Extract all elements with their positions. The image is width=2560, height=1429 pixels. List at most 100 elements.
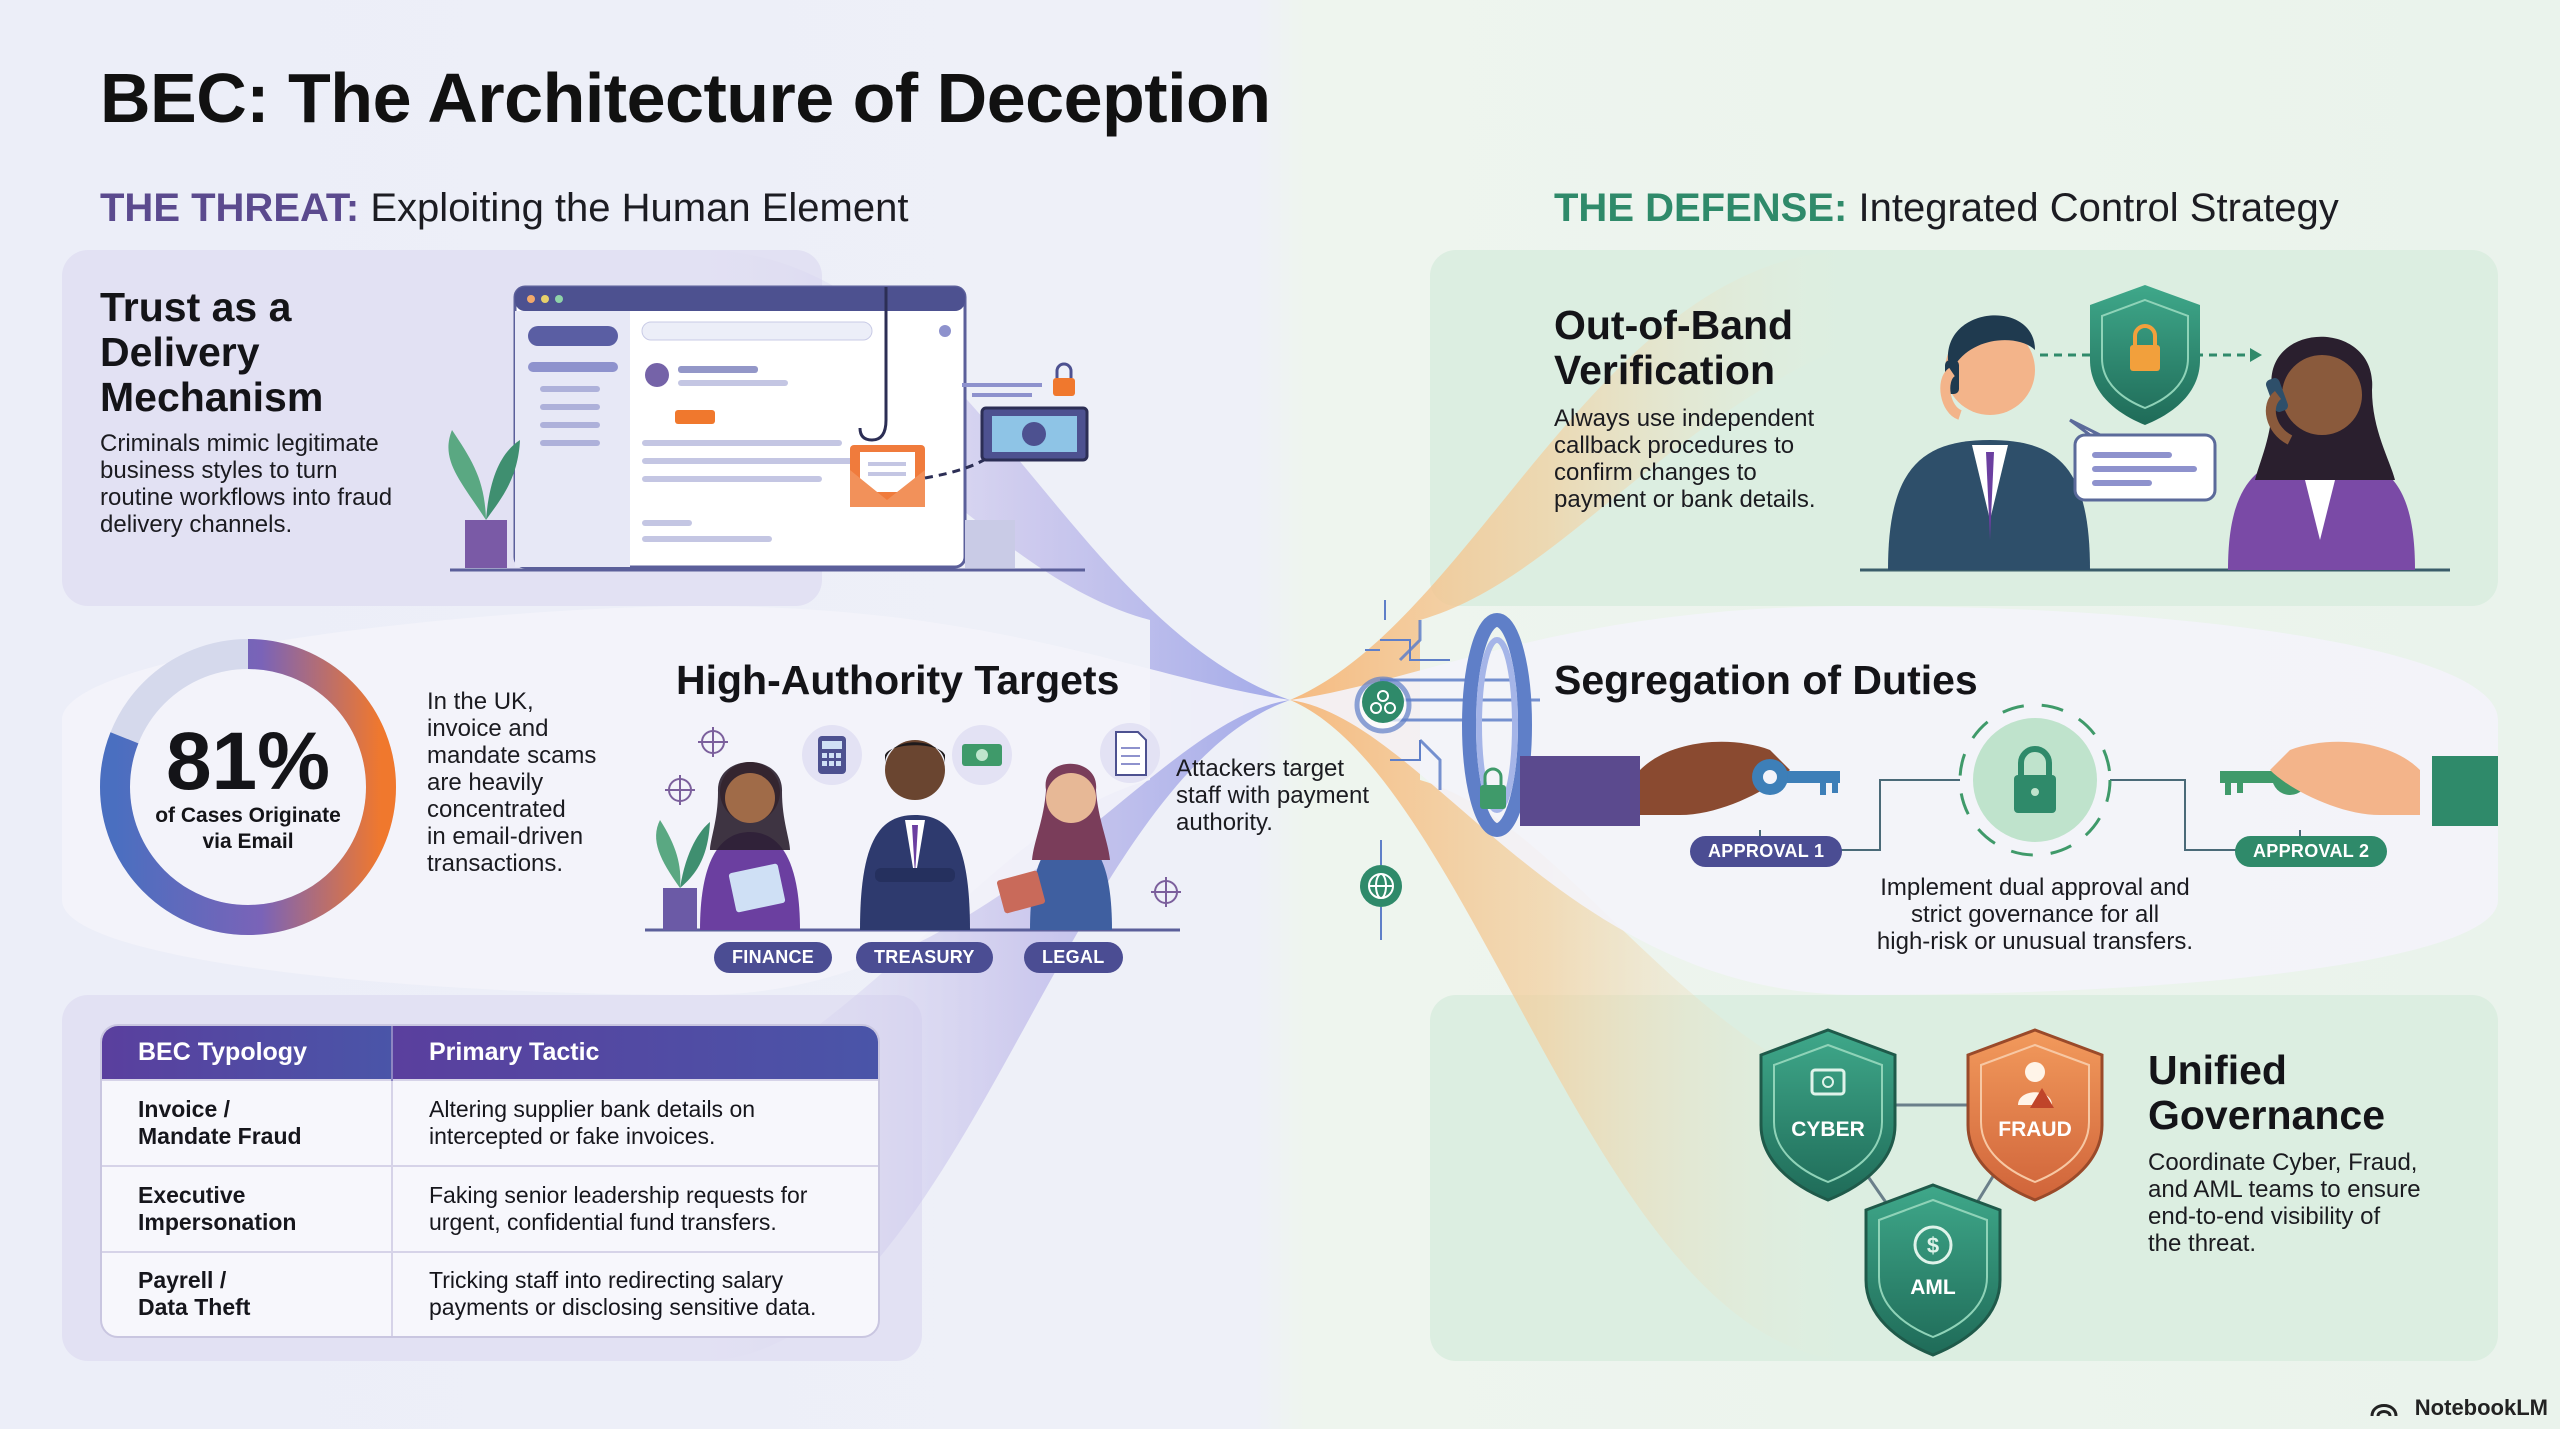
treasury-person <box>860 740 970 930</box>
plant-icon <box>448 430 520 568</box>
body-line: mandate scams <box>427 742 597 769</box>
sod-illustration <box>1540 703 2498 857</box>
body-line: business styles to turn <box>100 457 338 484</box>
typology-cell: Payrell / Data Theft <box>102 1250 392 1336</box>
body-line: Implement dual approval and <box>1880 874 2190 901</box>
body-line: high-risk or unusual transfers. <box>1876 928 2194 955</box>
footer-brand: NotebookLM <box>2414 1395 2548 1420</box>
caption-line: staff with payment <box>1176 782 1369 809</box>
trust-card-title: Trust as a Delivery Mechanism <box>100 285 323 420</box>
body-line: delivery channels. <box>100 511 293 538</box>
body-line: strict governance for all <box>1910 901 2160 928</box>
svg-text:$: $ <box>1927 1233 1939 1258</box>
cell-line: urgent, confidential fund transfers. <box>429 1208 777 1235</box>
title-line: Mechanism <box>100 374 324 420</box>
cell-line: Invoice / <box>138 1095 231 1122</box>
body-line: Coordinate Cyber, Fraud, <box>2148 1149 2418 1176</box>
cyber-shield-icon <box>1759 1028 1897 1202</box>
cell-line: Faking senior leadership requests for <box>429 1181 808 1208</box>
role-badge-treasury: TREASURY <box>856 942 993 973</box>
phone-person-icon <box>1888 315 2090 570</box>
cell-line: Mandate Fraud <box>138 1122 302 1149</box>
oob-body: Always use independent callback procedur… <box>1554 405 1815 513</box>
title-line: Trust as a <box>100 284 292 330</box>
cell-line: Data Theft <box>138 1294 251 1321</box>
shield-label-cyber: CYBER <box>1791 1118 1865 1141</box>
oob-title: Out-of-Band Verification <box>1554 303 1793 393</box>
body-line: confirm changes to <box>1554 459 1757 486</box>
defense-heading: THE DEFENSE: Integrated Control Strategy <box>1554 186 2339 231</box>
governance-shields: $ <box>1759 1028 2104 1357</box>
shield-label-aml: AML <box>1910 1276 1956 1299</box>
fishing-hook-icon <box>858 287 888 442</box>
table-header-typology: BEC Typology <box>102 1026 392 1080</box>
shield-lock-icon <box>2090 285 2200 425</box>
oob-illustration <box>1860 285 2450 572</box>
targets-caption: Attackers target staff with payment auth… <box>1176 755 1369 836</box>
table-header-tactic: Primary Tactic <box>391 1026 878 1080</box>
notebooklm-logo-icon <box>2370 1404 2398 1417</box>
table-row: Executive Impersonation Faking senior le… <box>102 1164 878 1252</box>
title-line: Unified <box>2148 1047 2287 1093</box>
targets-title: High-Authority Targets <box>676 657 1120 703</box>
cell-line: Tricking staff into redirecting salary <box>429 1267 784 1294</box>
aml-shield-icon: $ <box>1864 1183 2002 1357</box>
title-line: Out-of-Band <box>1554 302 1794 348</box>
title-line: Governance <box>2148 1092 2385 1138</box>
phone-person-woman <box>2228 336 2415 570</box>
caption-line: via Email <box>202 830 294 853</box>
crosshair-icon <box>665 727 1181 907</box>
defense-label: THE DEFENSE: <box>1554 186 1848 230</box>
cell-line: Impersonation <box>138 1208 297 1235</box>
body-line: transactions. <box>427 850 564 877</box>
globe-icon <box>1360 865 1402 907</box>
key-icon <box>1752 759 1840 795</box>
stat-value: 81% <box>165 716 331 807</box>
stat-donut <box>100 639 396 935</box>
money-icon <box>952 725 1012 785</box>
body-line: invoice and <box>427 715 549 742</box>
finance-person <box>700 762 800 930</box>
body-line: routine workflows into fraud <box>100 484 393 511</box>
padlock-icon <box>1053 362 1075 396</box>
governance-title: Unified Governance <box>2148 1048 2385 1138</box>
targets-illustration <box>645 723 1181 932</box>
defense-funnel <box>1290 250 1860 1361</box>
defense-subtitle: Integrated Control Strategy <box>1858 186 2339 230</box>
bec-typology-table: BEC Typology Primary Tactic Invoice / Ma… <box>100 1024 880 1338</box>
tactic-cell: Altering supplier bank details on interc… <box>391 1079 878 1166</box>
stat-caption: of Cases Originate via Email <box>98 803 398 855</box>
body-line: Criminals mimic legitimate <box>100 430 379 457</box>
circuit-icon <box>1365 600 1450 761</box>
cell-line: Altering supplier bank details on <box>429 1095 756 1122</box>
cell-line: payments or disclosing sensitive data. <box>429 1294 817 1321</box>
body-line: the threat. <box>2148 1230 2257 1257</box>
body-line: in email-driven <box>427 823 584 850</box>
caption-line: authority. <box>1176 809 1273 836</box>
sod-title: Segregation of Duties <box>1554 657 1978 703</box>
body-line: Always use independent <box>1554 405 1815 432</box>
cash-icon <box>924 383 1089 480</box>
page-title: BEC: The Architecture of Deception <box>100 59 1271 137</box>
threat-heading: THE THREAT: Exploiting the Human Element <box>100 186 908 231</box>
table-row: Invoice / Mandate Fraud Altering supplie… <box>102 1079 878 1166</box>
document-icon <box>1100 723 1160 783</box>
threat-label: THE THREAT: <box>100 186 360 230</box>
role-badge-legal: LEGAL <box>1024 942 1123 973</box>
cell-line: Payrell / <box>138 1267 227 1294</box>
tactic-cell: Tricking staff into redirecting salary p… <box>391 1250 878 1336</box>
cell-line: Executive <box>138 1181 246 1208</box>
approval-badge-1: APPROVAL 1 <box>1690 836 1843 867</box>
desk-box-icon <box>965 520 1015 568</box>
role-badge-finance: FINANCE <box>714 942 833 973</box>
envelope-icon <box>850 445 925 507</box>
body-line: callback procedures to <box>1554 432 1795 459</box>
cell-line: intercepted or fake invoices. <box>429 1122 716 1149</box>
typology-cell: Executive Impersonation <box>102 1164 392 1252</box>
chat-bubble-icon <box>2069 418 2217 502</box>
body-line: are heavily <box>427 769 544 796</box>
body-line: In the UK, <box>427 688 534 715</box>
title-line: Delivery <box>100 329 260 375</box>
stat-body: In the UK, invoice and mandate scams are… <box>427 688 596 877</box>
title-line: Verification <box>1554 347 1776 393</box>
